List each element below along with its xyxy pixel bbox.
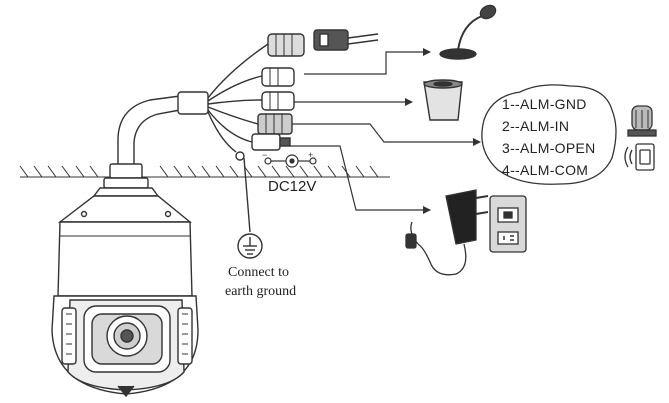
- ceiling-surface: [19, 165, 390, 178]
- svg-text:−: −: [262, 150, 267, 160]
- ground-symbol-icon: [237, 233, 263, 259]
- alarm-pin-4: 4--ALM-COM: [502, 162, 589, 178]
- power-socket-icon: [489, 195, 527, 253]
- alarm-connector: [257, 113, 293, 135]
- alarm-pin-2: 2--ALM-IN: [502, 118, 570, 134]
- alarm-pin-1: 1--ALM-GND: [502, 96, 587, 112]
- ground-label-line2: earth ground: [225, 284, 297, 299]
- svg-text:+: +: [308, 150, 313, 160]
- ptz-dome-camera-icon: [51, 163, 199, 398]
- power-adapter-icon: [405, 189, 489, 276]
- routing-lines: [290, 48, 481, 214]
- alarm-pin-callout: [481, 84, 617, 185]
- alarm-pin-3: 3--ALM-OPEN: [502, 140, 596, 156]
- power-label: DC12V: [268, 178, 317, 195]
- power-connector: [251, 133, 291, 151]
- audio-in-connector: [261, 91, 295, 111]
- speaker-icon: [423, 79, 463, 121]
- alarm-siren-icon: [627, 105, 657, 137]
- door-sensor-icon: [624, 143, 655, 171]
- cable-harness: [117, 43, 269, 164]
- microphone-icon: [439, 4, 497, 60]
- network-cable-icon: [267, 29, 379, 57]
- dc-polarity-icon: − +: [262, 150, 317, 168]
- bnc-video-connector-icon: [261, 67, 295, 87]
- ground-label-line1: Connect to: [228, 265, 290, 280]
- ground-lead: [235, 151, 251, 233]
